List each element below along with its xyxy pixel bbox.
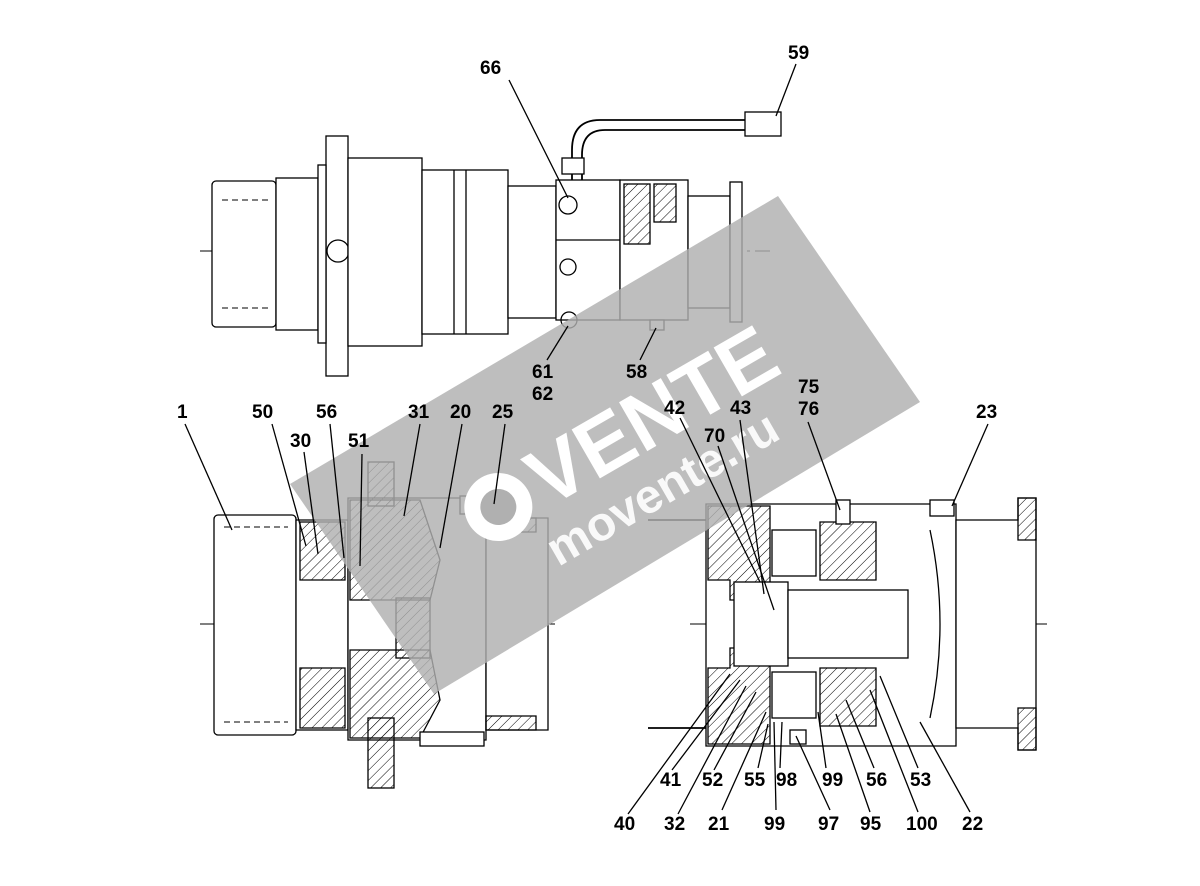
watermark-band (290, 196, 920, 694)
callout-label: 52 (702, 770, 723, 791)
callout-label: 20 (450, 402, 471, 423)
callout-label: 66 (480, 58, 501, 79)
callout-label: 22 (962, 814, 983, 835)
callout-label: 58 (626, 362, 647, 383)
callout-label: 50 (252, 402, 273, 423)
callout-label: 59 (788, 43, 809, 64)
callout-label: 55 (744, 770, 766, 791)
callout-label: 30 (290, 431, 311, 452)
callout-label: 75 (798, 377, 820, 398)
callout-label: 70 (704, 426, 725, 447)
callout-label: 98 (776, 770, 797, 791)
callout-label: 62 (532, 384, 553, 405)
callout-label: 43 (730, 398, 751, 419)
callout-label: 1 (177, 402, 188, 423)
callout-label: 76 (798, 399, 819, 420)
callout-label: 40 (614, 814, 635, 835)
callout-label: 51 (348, 431, 370, 452)
callout-label: 42 (664, 398, 685, 419)
callout-label: 61 (532, 362, 554, 383)
callout-label: 56 (316, 402, 337, 423)
callout-label: 25 (492, 402, 514, 423)
bottom-right-section (648, 497, 1048, 751)
callout-label: 21 (708, 814, 730, 835)
top-assembly-view (200, 111, 782, 377)
callout-labels: 66 59 61 62 58 1 50 56 30 51 31 20 25 42… (177, 43, 997, 835)
callout-label: 41 (660, 770, 682, 791)
callout-label: 53 (910, 770, 931, 791)
callout-label: 56 (866, 770, 887, 791)
callout-label: 99 (822, 770, 843, 791)
callout-leaders (184, 63, 989, 815)
callout-label: 31 (408, 402, 430, 423)
callout-label: 95 (860, 814, 882, 835)
callout-label: 100 (906, 814, 938, 835)
callout-label: 23 (976, 402, 997, 423)
callout-label: 32 (664, 814, 685, 835)
callout-label: 99 (764, 814, 785, 835)
callout-label: 97 (818, 814, 839, 835)
